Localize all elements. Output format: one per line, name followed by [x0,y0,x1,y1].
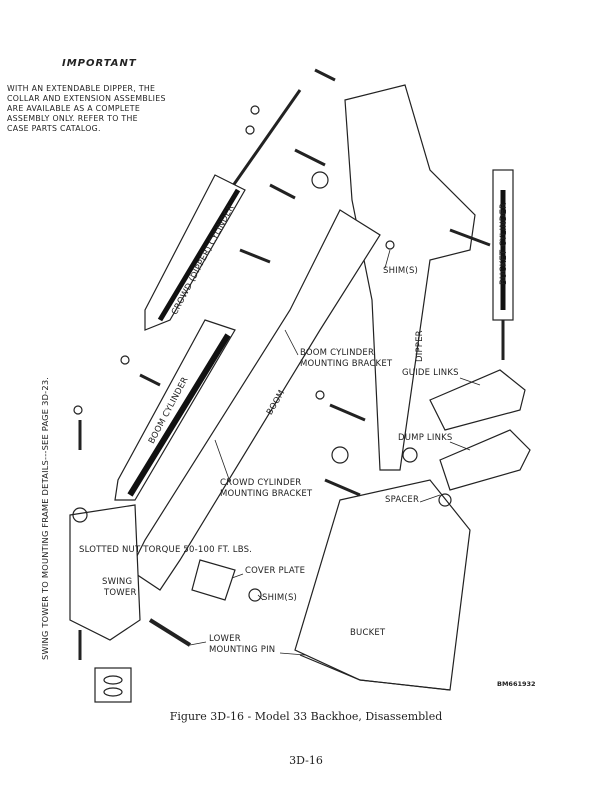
note-line: WITH AN EXTENDABLE DIPPER, THE [7,84,156,93]
leader-lines [189,249,481,656]
boom-part [129,209,381,591]
label-cover-plate: COVER PLATE [245,566,306,576]
page-number: 3D-16 [289,754,323,767]
label-dipper: DIPPER [415,330,425,362]
swing-tower-part [69,504,141,641]
label-shims-top: SHIM(S) [383,266,419,276]
label-dump-links: DUMP LINKS [398,433,453,443]
figure-caption: Figure 3D-16 - Model 33 Backhoe, Disasse… [169,710,443,723]
label-crowd-bracket-1: CROWD CYLINDER [220,478,302,488]
important-note: WITH AN EXTENDABLE DIPPER, THE COLLAR AN… [7,84,166,134]
label-boom-bracket-2: MOUNTING BRACKET [300,359,393,369]
label-crowd-bracket-2: MOUNTING BRACKET [220,489,313,499]
lower-mounting-pin [148,618,192,647]
side-note: SWING TOWER TO MOUNTING FRAME DETAILS---… [40,376,50,660]
dump-links-part [439,429,531,491]
label-slotted-nut: SLOTTED NUT TORQUE 50-100 FT. LBS. [79,545,253,555]
hardware-washers [72,105,452,697]
hardware-pins [78,68,491,660]
label-swing-1: SWING [102,577,133,587]
label-bucket-cylinder: BUCKET CYLINDER [499,202,509,285]
note-line: COLLAR AND EXTENSION ASSEMBLIES [7,94,166,103]
bucket-part [294,479,471,691]
note-line: ASSEMBLY ONLY. REFER TO THE [7,114,138,123]
drawing-code: BM661932 [497,680,536,688]
crowd-cylinder-rod [228,89,302,191]
dipper-part [344,84,476,471]
note-line: CASE PARTS CATALOG. [7,124,101,133]
label-lower-pin-1: LOWER [209,634,241,644]
crowd-cylinder-body [144,174,246,331]
label-bucket: BUCKET [350,628,386,638]
label-guide-links: GUIDE LINKS [402,368,459,378]
tool-box [94,667,132,703]
important-heading: IMPORTANT [62,58,137,69]
label-shims-bottom: SHIM(S) [262,593,298,603]
label-boom-bracket-1: BOOM CYLINDER [300,348,375,358]
boom-cylinder-body [114,319,236,501]
note-line: ARE AVAILABLE AS A COMPLETE [7,104,141,113]
label-swing-2: TOWER [104,588,137,598]
label-spacer: SPACER [385,495,420,505]
label-lower-pin-2: MOUNTING PIN [209,645,276,655]
cover-plate-part [191,559,236,601]
guide-links-part [429,369,526,431]
